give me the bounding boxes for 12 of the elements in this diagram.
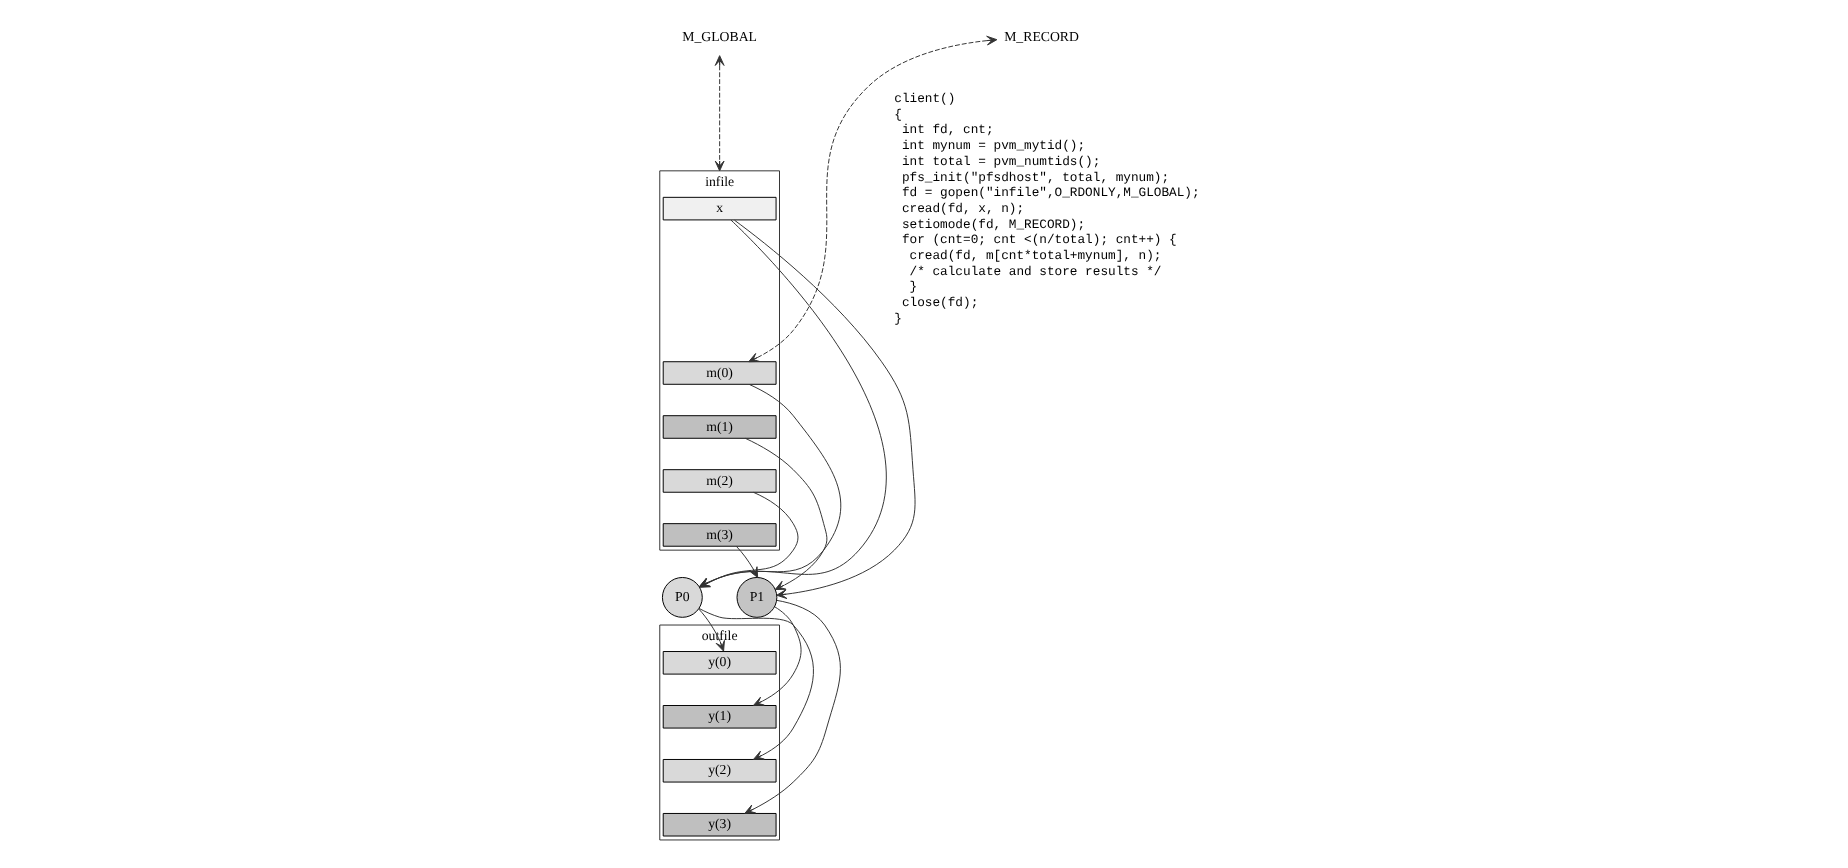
arrow [733,219,915,599]
arrow [697,219,885,588]
arrow [743,437,827,591]
arrow [735,545,758,578]
arrow [697,608,724,652]
arrow [747,35,997,363]
arrow [713,55,724,172]
arrow [697,607,813,760]
arrow [697,383,841,588]
arrow [698,491,798,588]
arrow [743,599,840,814]
arrow [752,606,801,706]
